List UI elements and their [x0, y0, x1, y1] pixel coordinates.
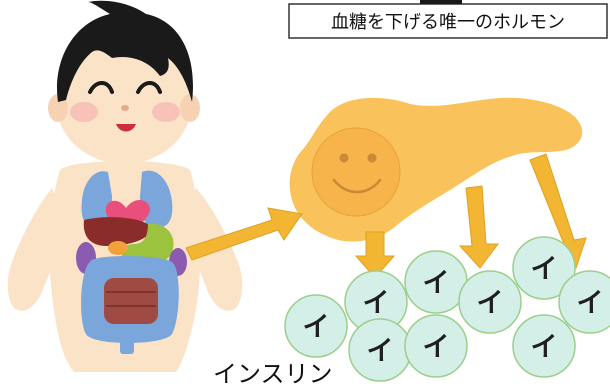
pancreas-right-eye — [367, 153, 377, 163]
boy-left-ear — [48, 94, 68, 122]
insulin-cell-glyph: イ — [423, 332, 450, 363]
insulin-cell: イ — [558, 270, 610, 334]
boy-right-ear — [180, 94, 200, 122]
insulin-cell-circle — [512, 236, 576, 300]
pancreas — [289, 97, 583, 242]
insulin-cell-circle — [458, 270, 522, 334]
pancreas-left-eye — [339, 153, 349, 163]
caption-text: 血糖を下げる唯一のホルモン — [331, 12, 565, 33]
small-organ — [108, 241, 128, 255]
rectum-organ — [120, 340, 134, 354]
insulin-cell-glyph: イ — [303, 312, 330, 343]
liver-organ — [83, 217, 152, 246]
caption-box-border — [288, 3, 608, 39]
insulin-cell-glyph: イ — [423, 268, 450, 299]
boy-figure — [7, 0, 243, 372]
insulin-cell-circle — [284, 294, 348, 358]
arrows — [185, 153, 587, 279]
boy-right-cheek — [152, 102, 180, 122]
insulin-cell-circle — [404, 314, 468, 378]
boy-left-eye — [88, 81, 114, 94]
insulin-cell-circle — [512, 314, 576, 378]
boy-nose — [121, 105, 129, 111]
boy-left-cheek — [70, 102, 98, 122]
insulin-cell-glyph: イ — [577, 288, 604, 319]
insulin-cell: イ — [458, 270, 522, 334]
arrow-down-1 — [354, 231, 396, 279]
left-lung — [81, 171, 112, 228]
caption-box-top-accent — [420, 0, 462, 4]
caption-box: 血糖を下げる唯一のホルモン — [288, 0, 608, 39]
insulin-cell-glyph: イ — [367, 336, 394, 367]
insulin-label: インスリン — [213, 360, 333, 388]
insulin-cell-glyph: イ — [363, 288, 390, 319]
small-intestine — [104, 278, 158, 324]
insulin-cell-circle — [558, 270, 610, 334]
boy-hair — [57, 0, 193, 102]
stomach-organ — [121, 223, 174, 267]
insulin-cells: イイイイイイイイイ — [284, 236, 610, 382]
insulin-cell-glyph: イ — [531, 332, 558, 363]
insulin-cell: イ — [512, 236, 576, 300]
arrow-to-pancreas — [185, 207, 303, 261]
pancreas-smile — [332, 178, 382, 194]
boy-mouth — [116, 124, 136, 132]
insulin-cell-glyph: イ — [477, 288, 504, 319]
insulin-cell: イ — [512, 314, 576, 378]
insulin-cell-glyph: イ — [531, 254, 558, 285]
arrow-down-2 — [458, 185, 499, 269]
insulin-cell: イ — [284, 294, 348, 358]
pancreas-face — [311, 127, 401, 217]
boy-right-eye — [136, 81, 162, 94]
insulin-cell: イ — [344, 270, 408, 334]
insulin-cell: イ — [404, 250, 468, 314]
organs — [76, 170, 187, 354]
insulin-cell: イ — [404, 314, 468, 378]
insulin-cell: イ — [348, 318, 412, 382]
